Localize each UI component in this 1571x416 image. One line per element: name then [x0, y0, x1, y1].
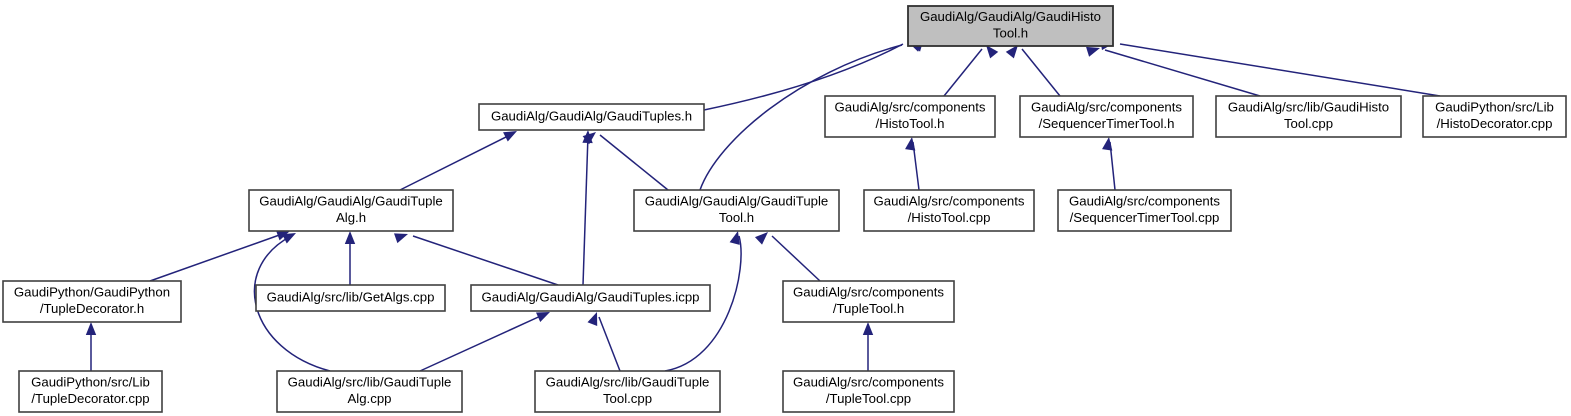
edge-line	[399, 133, 513, 191]
graph-node[interactable]: GaudiAlg/src/components/SequencerTimerTo…	[1019, 95, 1194, 138]
edge-arrowhead	[862, 322, 874, 335]
graph-edge	[344, 231, 356, 285]
edge-arrowhead	[85, 322, 97, 335]
edge-line	[699, 44, 903, 191]
node-box[interactable]	[782, 370, 955, 413]
graph-edge	[399, 131, 517, 191]
edge-arrowhead	[344, 231, 356, 244]
node-box[interactable]	[534, 370, 721, 413]
graph-node[interactable]: GaudiPython/src/Lib/TupleDecorator.cpp	[18, 370, 163, 413]
graph-edge	[943, 45, 999, 97]
edge-layer	[85, 39, 1441, 372]
graph-edge	[862, 322, 874, 371]
graph-edge	[582, 130, 593, 286]
graph-node[interactable]: GaudiPython/src/Lib/HistoDecorator.cpp	[1422, 95, 1567, 138]
node-box[interactable]	[1019, 95, 1194, 138]
graph-node[interactable]: GaudiAlg/src/components/HistoTool.cpp	[863, 189, 1035, 232]
edge-arrowhead	[729, 231, 740, 245]
graph-edge	[85, 322, 97, 371]
graph-edge	[1086, 46, 1261, 97]
edge-line	[598, 316, 621, 372]
edge-arrowhead	[1005, 45, 1018, 59]
graph-node[interactable]: GaudiAlg/src/components/TupleTool.h	[782, 280, 955, 323]
graph-edge	[582, 132, 669, 191]
graph-edge	[1100, 39, 1441, 97]
edge-arrowhead	[582, 130, 593, 144]
node-box[interactable]	[1215, 95, 1402, 138]
graph-edge	[664, 231, 742, 372]
graph-node[interactable]: GaudiAlg/GaudiAlg/GaudiTuples.icpp	[470, 284, 711, 312]
edge-arrowhead	[986, 45, 999, 59]
edge-arrowhead	[536, 312, 550, 323]
node-box-root[interactable]	[907, 5, 1114, 47]
edge-arrowhead	[503, 131, 517, 142]
node-box[interactable]	[863, 189, 1035, 232]
edge-line	[1119, 43, 1441, 97]
graph-edge	[905, 137, 920, 191]
edge-line	[1021, 48, 1061, 97]
node-box[interactable]	[248, 189, 454, 232]
graph-edge	[149, 230, 290, 282]
edge-line	[149, 232, 286, 282]
edge-arrowhead	[1086, 46, 1100, 57]
edge-line	[943, 48, 983, 97]
edge-line	[419, 313, 546, 372]
edge-arrowhead	[754, 232, 768, 245]
edge-arrowhead	[282, 233, 296, 244]
edge-arrowhead	[587, 312, 598, 327]
node-box[interactable]	[2, 280, 182, 323]
edge-arrowhead	[905, 137, 916, 151]
node-box[interactable]	[255, 284, 446, 312]
node-box[interactable]	[782, 280, 955, 323]
graph-node[interactable]: GaudiAlg/src/components/HistoTool.h	[824, 95, 996, 138]
graph-edge	[1005, 45, 1061, 97]
node-box[interactable]	[1422, 95, 1567, 138]
node-layer: GaudiAlg/GaudiAlg/GaudiHistoTool.hGaudiA…	[2, 5, 1567, 413]
graph-edge	[394, 233, 559, 286]
graph-node[interactable]: GaudiAlg/src/components/TupleTool.cpp	[782, 370, 955, 413]
edge-line	[582, 134, 589, 286]
graph-edge	[419, 312, 550, 372]
edge-arrowhead	[394, 233, 408, 244]
graph-node[interactable]: GaudiPython/GaudiPython/TupleDecorator.h	[2, 280, 182, 323]
node-box[interactable]	[18, 370, 163, 413]
node-box[interactable]	[633, 189, 840, 232]
edge-line	[703, 43, 904, 111]
node-box[interactable]	[1057, 189, 1232, 232]
graph-edge	[587, 312, 621, 372]
node-box[interactable]	[276, 370, 463, 413]
graph-edge	[1102, 137, 1116, 191]
edge-line	[599, 134, 669, 191]
node-box[interactable]	[824, 95, 996, 138]
graph-node[interactable]: GaudiAlg/src/components/SequencerTimerTo…	[1057, 189, 1232, 232]
node-box[interactable]	[470, 284, 711, 312]
edge-line	[771, 235, 821, 282]
graph-node[interactable]: GaudiAlg/src/lib/GetAlgs.cpp	[255, 284, 446, 312]
graph-edge	[754, 232, 821, 282]
edge-arrowhead	[1102, 137, 1113, 151]
graph-node[interactable]: GaudiAlg/GaudiAlg/GaudiTuples.h	[478, 103, 705, 131]
edge-line	[412, 235, 559, 286]
node-box[interactable]	[478, 103, 705, 131]
edge-line	[1104, 49, 1261, 97]
edge-line	[664, 235, 742, 372]
